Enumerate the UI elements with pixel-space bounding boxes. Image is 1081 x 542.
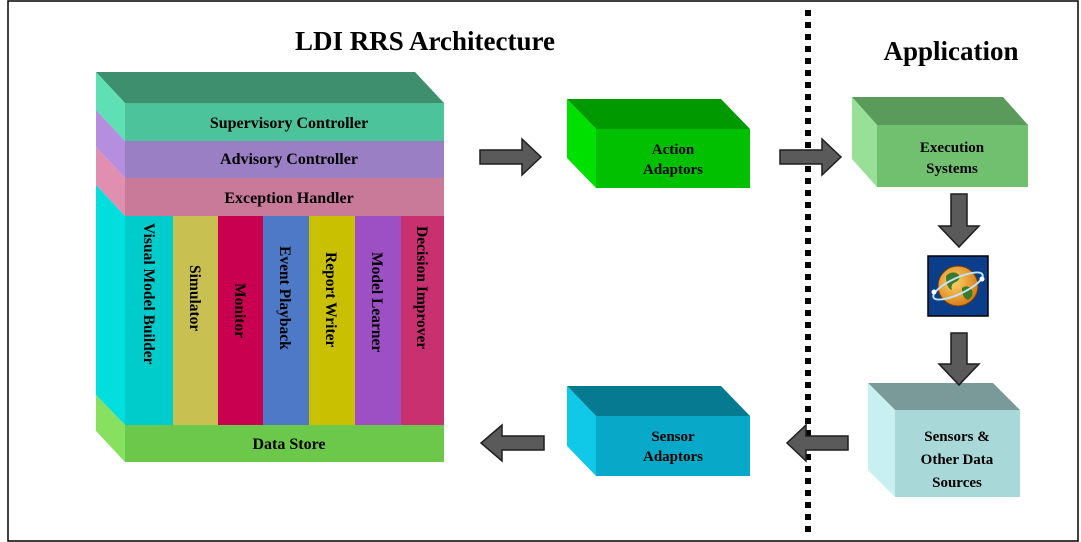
execution-systems-line1: Execution <box>920 140 985 156</box>
advisory-controller-band <box>125 141 444 178</box>
sensor-adaptors-line2: Adaptors <box>643 449 703 465</box>
sensor-adaptors-line1: Sensor <box>651 429 695 445</box>
data-store-band <box>125 425 444 462</box>
action-adaptors-line1: Action <box>652 142 695 158</box>
action-adaptors-line2: Adaptors <box>643 162 703 178</box>
monitor-column <box>218 216 263 425</box>
supervisory-side <box>96 72 125 141</box>
exception-handler-label: Exception Handler <box>224 190 353 207</box>
sensors-sources-line3: Sources <box>932 475 982 491</box>
data-store-side <box>96 395 125 462</box>
sensors-sources-line1: Sensors & <box>924 429 989 445</box>
sensors-sources-box: Sensors & Other Data Sources <box>868 383 1020 497</box>
flow-arrows <box>479 137 981 463</box>
model-learner-column <box>355 216 401 425</box>
supervisory-controller-band <box>125 103 444 141</box>
event-playback-column <box>263 216 309 425</box>
arrow-down-icon <box>937 332 981 387</box>
simulator-column <box>173 216 218 425</box>
sensor-adaptors-box: Sensor Adaptors <box>567 386 750 476</box>
decision-improver-column <box>401 216 444 425</box>
arrow-right-icon <box>779 137 843 177</box>
report-writer-column <box>309 216 355 425</box>
architecture-title: LDI RRS Architecture <box>295 26 555 56</box>
arrow-down-icon <box>937 193 981 249</box>
report-writer-label: Report Writer <box>322 252 339 348</box>
modules-side <box>96 185 125 425</box>
arrow-right-icon <box>479 137 543 177</box>
globe-network-icon <box>927 255 989 317</box>
architecture-block: Supervisory Controller Advisory Controll… <box>96 72 444 462</box>
exception-side <box>96 147 125 216</box>
decision-improver-label: Decision Improver <box>413 226 430 349</box>
visual-model-builder-column <box>125 216 173 425</box>
event-playback-label: Event Playback <box>276 246 293 350</box>
block-top-face <box>96 72 444 103</box>
arrow-left-icon <box>785 423 849 463</box>
monitor-label: Monitor <box>231 283 248 338</box>
diagram-frame <box>7 0 1079 542</box>
advisory-controller-label: Advisory Controller <box>220 151 358 168</box>
action-adaptors-box: Action Adaptors <box>567 99 750 188</box>
simulator-label: Simulator <box>186 265 203 331</box>
advisory-side <box>96 110 125 178</box>
model-learner-label: Model Learner <box>368 252 385 352</box>
execution-systems-line2: Systems <box>926 161 978 177</box>
execution-systems-box: Execution Systems <box>852 97 1028 187</box>
supervisory-controller-label: Supervisory Controller <box>210 115 368 132</box>
application-title: Application <box>883 36 1018 66</box>
sensors-sources-line2: Other Data <box>921 452 994 468</box>
exception-handler-band <box>125 178 444 216</box>
visual-model-builder-label: Visual Model Builder <box>140 223 157 365</box>
data-store-label: Data Store <box>252 436 325 453</box>
arrow-left-icon <box>479 423 545 463</box>
